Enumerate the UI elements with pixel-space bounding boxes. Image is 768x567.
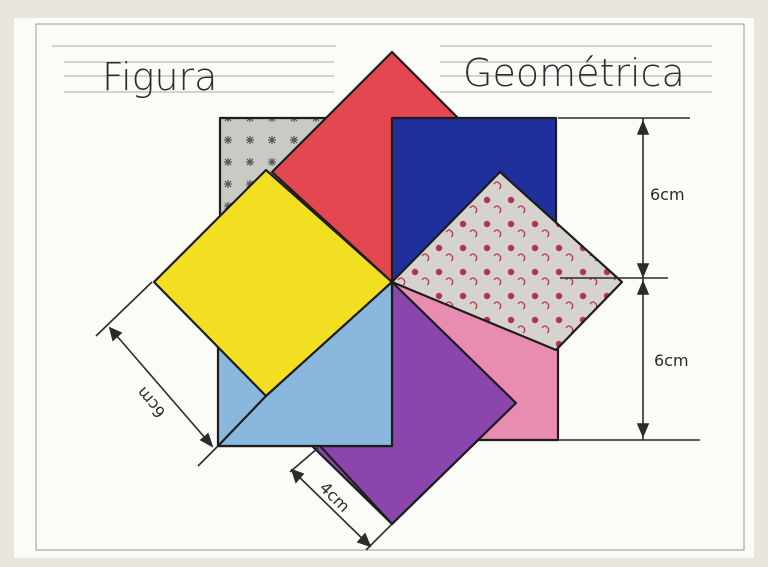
title-left: Figura	[102, 55, 217, 99]
pinwheel-figure	[152, 50, 624, 526]
dimension-lines	[95, 117, 700, 551]
guide-lines	[52, 45, 712, 93]
paper-border	[35, 23, 745, 551]
swirl-pattern-diamond	[390, 170, 624, 352]
dimension-label-lower-right: 6cm	[654, 351, 689, 370]
title-right: Geométrica	[463, 51, 685, 95]
dimension-label-upper-right: 6cm	[650, 185, 685, 204]
